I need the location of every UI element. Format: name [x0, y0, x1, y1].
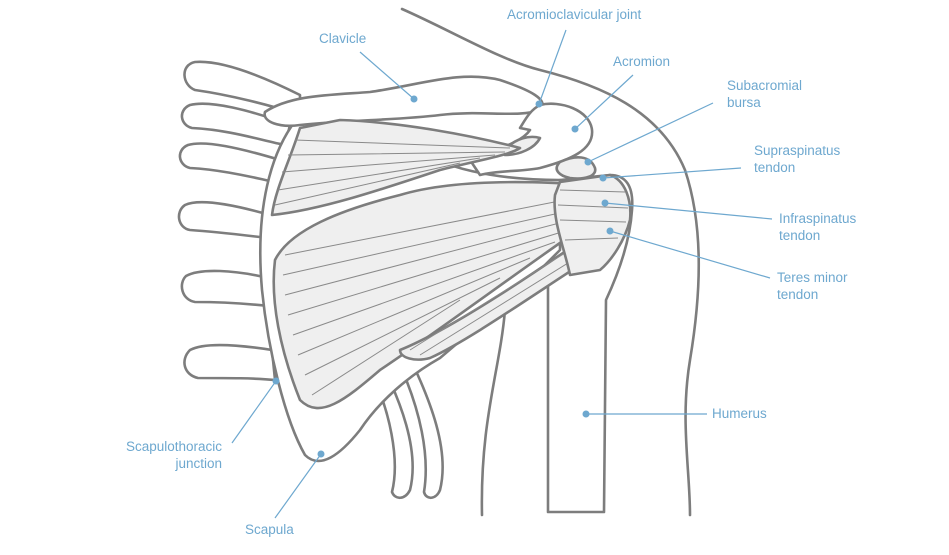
arm-inner-outline — [480, 308, 507, 517]
label-infraspinatus-tendon: Infraspinatus tendon — [779, 210, 856, 244]
neck-shoulder-outline — [400, 7, 701, 517]
label-line: tendon — [779, 228, 821, 243]
label-humerus: Humerus — [712, 406, 767, 421]
label-line: Infraspinatus — [779, 211, 857, 226]
label-line: bursa — [727, 95, 761, 110]
label-line: Teres minor — [777, 270, 848, 285]
label-clavicle: Clavicle — [319, 31, 367, 46]
label-line: Supraspinatus — [754, 143, 841, 158]
label-line: tendon — [777, 287, 819, 302]
label-line: tendon — [754, 160, 796, 175]
label-line: Scapulothoracic — [125, 439, 222, 454]
clavicle-bone — [263, 75, 544, 128]
label-line: junction — [175, 456, 222, 471]
label-scapula: Scapula — [245, 522, 294, 537]
label-leaders — [231, 29, 773, 519]
supraspinatus-muscle — [270, 118, 522, 217]
label-acromioclavicular-joint: Acromioclavicular joint — [507, 7, 642, 22]
label-supraspinatus-tendon: Supraspinatus tendon — [754, 142, 840, 176]
label-line: Subacromial — [727, 78, 803, 93]
ribs — [177, 60, 302, 382]
rotator-cuff-tendons — [553, 173, 632, 277]
label-subacromial-bursa: Subacromial bursa — [727, 77, 802, 111]
label-teres-minor-tendon: Teres minor tendon — [777, 269, 848, 303]
label-acromion: Acromion — [613, 54, 671, 69]
label-scapulothoracic-junction: Scapulothoracic junction — [126, 438, 222, 472]
